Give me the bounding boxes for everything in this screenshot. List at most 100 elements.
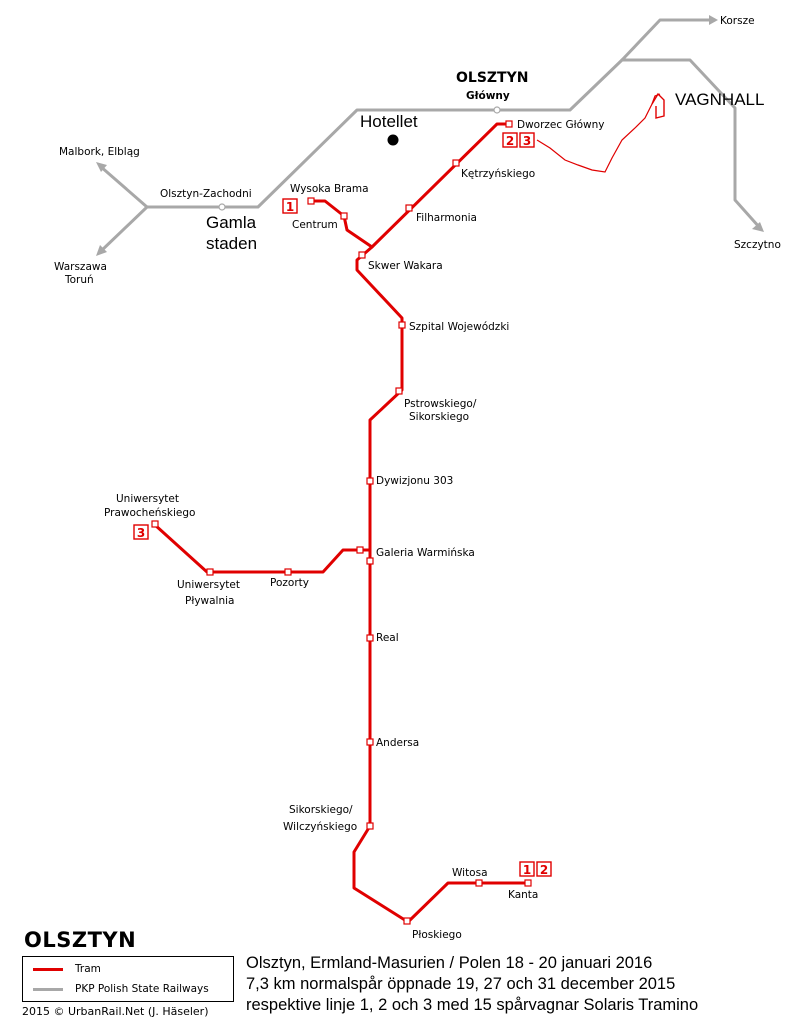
railway-warszawa-line [98, 205, 149, 254]
stop-dworzec [505, 120, 513, 128]
label-uniw-praw-1: Uniwersytet [116, 493, 179, 505]
label-dywizjonu: Dywizjonu 303 [376, 475, 453, 487]
tram-stop-labels: Dworzec Główny Kętrzyńskiego Filharmonia… [104, 119, 605, 941]
label-andersa: Andersa [376, 737, 419, 749]
badge-kanta-1: 1 [523, 863, 531, 877]
stop-kanta [524, 879, 532, 887]
label-pstrowskiego-2: Sikorskiego [409, 411, 469, 423]
legend-box: Tram PKP Polish State Railways [22, 956, 234, 1002]
label-witosa: Witosa [452, 867, 488, 879]
label-zachodni: Olsztyn-Zachodni [160, 188, 252, 200]
label-main-station-2: Główny [466, 90, 510, 102]
depot-shape [651, 92, 665, 119]
label-kanta: Kanta [508, 889, 538, 901]
caption-line-3: respektive linje 1, 2 och 3 med 15 spårv… [246, 996, 699, 1014]
credit-text: 2015 © UrbanRail.Net (J. Häseler) [22, 1005, 209, 1018]
caption-line-2: 7,3 km normalspår öppnade 19, 27 och 31 … [246, 975, 676, 993]
label-centrum: Centrum [292, 219, 338, 231]
label-sikorskiego-1: Sikorskiego/ [289, 804, 353, 816]
label-uniw-plyw-1: Uniwersytet [177, 579, 240, 591]
arrow-malbork [96, 162, 107, 172]
arrow-warszawa [96, 245, 107, 256]
stop-uniw-praw [151, 520, 159, 528]
label-torun: Toruń [64, 274, 94, 286]
railway-labels: Korsze Szczytno Malbork, Elbląg Warszawa… [54, 15, 781, 286]
stop-wysoka-brama [307, 197, 315, 205]
hotel-marker [387, 134, 399, 146]
stop-andersa [366, 738, 374, 746]
label-uniw-praw-2: Prawocheńskiego [104, 507, 195, 519]
stop-ploskiego [403, 917, 411, 925]
stop-skwer [358, 251, 366, 259]
badge-box-uniw-3 [133, 524, 149, 540]
stop-uniw-plyw [206, 568, 214, 576]
stop-galeria-a [356, 546, 364, 554]
label-malbork: Malbork, Elbląg [59, 146, 140, 158]
stop-sikorskiego [366, 822, 374, 830]
arrow-korsze [709, 15, 718, 25]
legend-row-tram: Tram [33, 963, 101, 975]
caption-line-1: Olsztyn, Ermland-Masurien / Polen 18 - 2… [246, 954, 653, 972]
legend-rail-swatch [33, 987, 63, 991]
label-szczytno: Szczytno [734, 239, 781, 251]
tram-stops [151, 120, 532, 925]
label-ploskiego: Płoskiego [412, 929, 462, 941]
arrow-szczytno [752, 222, 764, 232]
stop-centrum [340, 212, 348, 220]
badge-box-kanta-2 [536, 861, 552, 877]
badge-wysoka-1: 1 [286, 200, 294, 214]
badge-dworzec-3: 3 [523, 134, 531, 148]
label-wysoka-brama: Wysoka Brama [290, 183, 369, 195]
stop-filharmonia [405, 204, 413, 212]
legend: OLSZTYN Tram PKP Polish State Railways 2… [22, 928, 244, 1018]
label-dworzec: Dworzec Główny [517, 119, 605, 131]
label-real: Real [376, 632, 399, 644]
stop-szpital [398, 321, 406, 329]
label-old-town-1: Gamla [206, 213, 257, 232]
label-warszawa: Warszawa [54, 261, 107, 273]
stop-pstrowskiego [395, 387, 403, 395]
badge-kanta-2: 2 [540, 863, 548, 877]
label-depot: VAGNHALL [675, 90, 764, 109]
stop-witosa [475, 879, 483, 887]
label-filharmonia: Filharmonia [416, 212, 477, 224]
legend-title: OLSZTYN [24, 928, 137, 952]
label-sikorskiego-2: Wilczyńskiego [283, 821, 357, 833]
tram-depot-track [536, 93, 661, 173]
label-old-town-2: staden [206, 234, 257, 253]
label-hotel: Hotellet [360, 112, 418, 131]
label-korsze: Korsze [720, 15, 755, 27]
tram-branch-uniwersytet [153, 523, 372, 574]
badge-box-dworzec-3 [519, 132, 535, 148]
label-pstrowskiego-1: Pstrowskiego/ [404, 398, 477, 410]
label-main-station-1: OLSZTYN [456, 70, 528, 86]
legend-tram-label: Tram [75, 963, 101, 975]
railway-main-line [145, 58, 624, 209]
label-ketrzynskiego: Kętrzyńskiego [461, 168, 535, 180]
legend-tram-swatch [33, 967, 63, 971]
badge-box-wysoka-1 [282, 198, 298, 214]
label-uniw-plyw-2: Pływalnia [185, 595, 234, 607]
railway-station-glowny [493, 106, 501, 114]
badge-uniw-3: 3 [137, 526, 145, 540]
badge-box-kanta-1 [519, 861, 535, 877]
annotations: Hotellet Gamla staden VAGNHALL [206, 90, 764, 253]
stop-real [366, 634, 374, 642]
badge-box-dworzec-2 [502, 132, 518, 148]
stop-dywizjonu [366, 477, 374, 485]
stop-ketrzynskiego [452, 159, 460, 167]
label-szpital: Szpital Wojewódzki [409, 321, 509, 333]
stop-pozorty [284, 568, 292, 576]
railway-station-zachodni [218, 203, 226, 211]
label-pozorty: Pozorty [270, 577, 309, 589]
tram-trunk-south [352, 548, 530, 924]
caption: Olsztyn, Ermland-Masurien / Polen 18 - 2… [246, 953, 796, 1016]
legend-rail-label: PKP Polish State Railways [75, 983, 209, 995]
railway-malbork-line [98, 164, 149, 209]
stop-galeria-b [366, 557, 374, 565]
label-galeria: Galeria Warmińska [376, 547, 475, 559]
line-badges: 1 2 3 3 1 2 [133, 132, 552, 877]
railway-east-line [620, 58, 762, 230]
legend-row-rail: PKP Polish State Railways [33, 983, 209, 995]
